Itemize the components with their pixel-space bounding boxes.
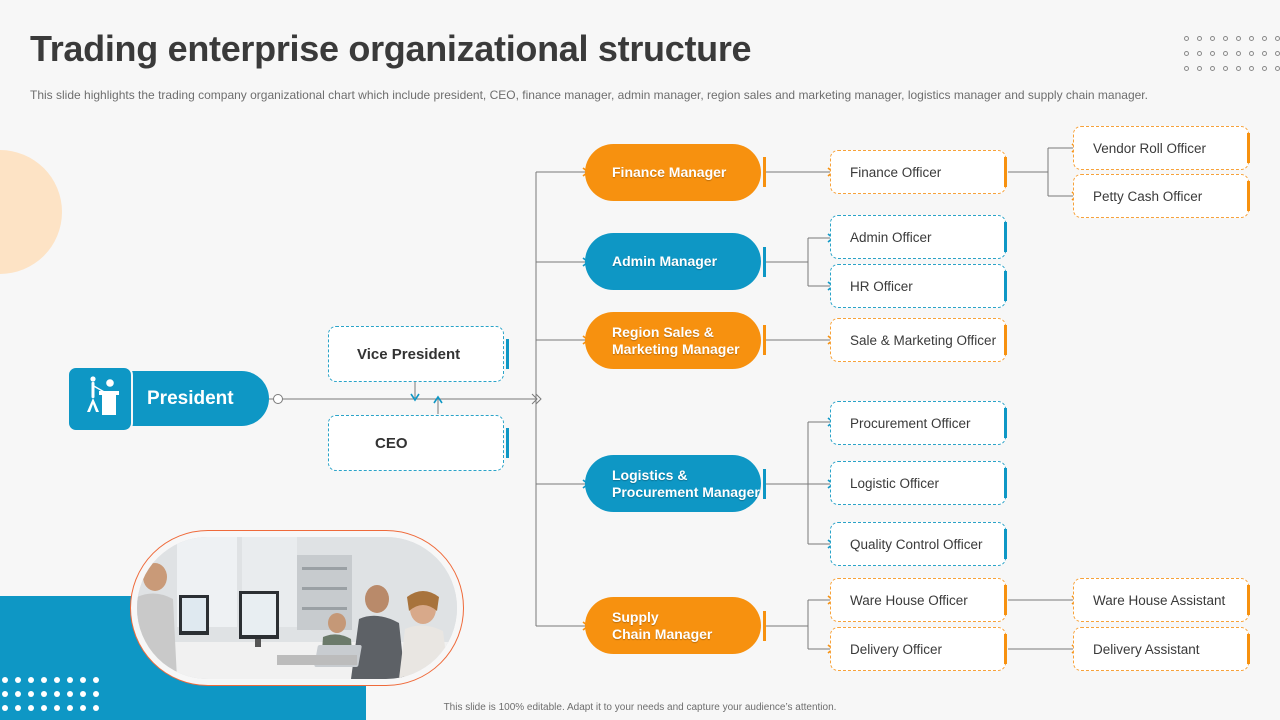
quality-control-officer-label: Quality Control Officer — [850, 536, 983, 552]
finance-manager-pill[interactable]: Finance Manager — [585, 144, 761, 201]
admin-officer-label: Admin Officer — [850, 229, 932, 245]
procurement-officer-label: Procurement Officer — [850, 415, 971, 431]
admin-officer-box[interactable]: Admin Officer — [830, 215, 1007, 259]
finance-officer-box[interactable]: Finance Officer — [830, 150, 1007, 194]
presenter-icon — [67, 366, 133, 432]
logistics-manager-tick — [763, 469, 766, 499]
delivery-assistant-box[interactable]: Delivery Assistant — [1073, 627, 1250, 671]
president-label: President — [147, 388, 234, 409]
ceo-box[interactable]: CEO — [328, 415, 509, 471]
vice-president-label: Vice President — [357, 345, 461, 363]
ware-house-officer-box[interactable]: Ware House Officer — [830, 578, 1007, 622]
hr-officer-box[interactable]: HR Officer — [830, 264, 1007, 308]
petty-cash-officer-box[interactable]: Petty Cash Officer — [1073, 174, 1250, 218]
procurement-officer-box[interactable]: Procurement Officer — [830, 401, 1007, 445]
vendor-roll-officer-label: Vendor Roll Officer — [1093, 140, 1207, 156]
page-subtitle: This slide highlights the trading compan… — [30, 88, 1148, 102]
delivery-officer-box[interactable]: Delivery Officer — [830, 627, 1007, 671]
sale-marketing-officer-label: Sale & Marketing Officer — [850, 332, 997, 348]
sale-marketing-officer-box[interactable]: Sale & Marketing Officer — [830, 318, 1007, 362]
grey-dots-decoration — [1184, 36, 1280, 71]
admin-manager-tick — [763, 247, 766, 277]
ware-house-officer-label: Ware House Officer — [850, 592, 968, 608]
quality-control-officer-box[interactable]: Quality Control Officer — [830, 522, 1007, 566]
logistics-manager-pill[interactable]: Logistics & Procurement Manager — [585, 455, 761, 512]
trunk-node — [273, 394, 283, 404]
ware-house-assistant-label: Ware House Assistant — [1093, 592, 1226, 608]
vendor-roll-officer-box[interactable]: Vendor Roll Officer — [1073, 126, 1250, 170]
logistic-officer-box[interactable]: Logistic Officer — [830, 461, 1007, 505]
footer-note: This slide is 100% editable. Adapt it to… — [443, 702, 837, 713]
vice-president-box[interactable]: Vice President — [328, 326, 509, 382]
petty-cash-officer-label: Petty Cash Officer — [1093, 188, 1203, 204]
region-sales-manager-tick — [763, 325, 766, 355]
delivery-officer-label: Delivery Officer — [850, 641, 943, 657]
finance-manager-tick — [763, 157, 766, 187]
office-team-photo — [130, 530, 464, 686]
supply-chain-manager-pill[interactable]: Supply Chain Manager — [585, 597, 761, 654]
logistic-officer-label: Logistic Officer — [850, 475, 940, 491]
hr-officer-label: HR Officer — [850, 278, 913, 294]
president-node[interactable]: President — [67, 366, 269, 432]
supply-chain-manager-tick — [763, 611, 766, 641]
ware-house-assistant-box[interactable]: Ware House Assistant — [1073, 578, 1250, 622]
region-sales-manager-pill[interactable]: Region Sales & Marketing Manager — [585, 312, 761, 369]
delivery-assistant-label: Delivery Assistant — [1093, 641, 1200, 657]
admin-manager-pill[interactable]: Admin Manager — [585, 233, 761, 290]
finance-officer-label: Finance Officer — [850, 164, 942, 180]
page-title: Trading enterprise organizational struct… — [30, 28, 752, 69]
ceo-label: CEO — [375, 434, 408, 452]
white-dots-decoration — [2, 677, 99, 711]
